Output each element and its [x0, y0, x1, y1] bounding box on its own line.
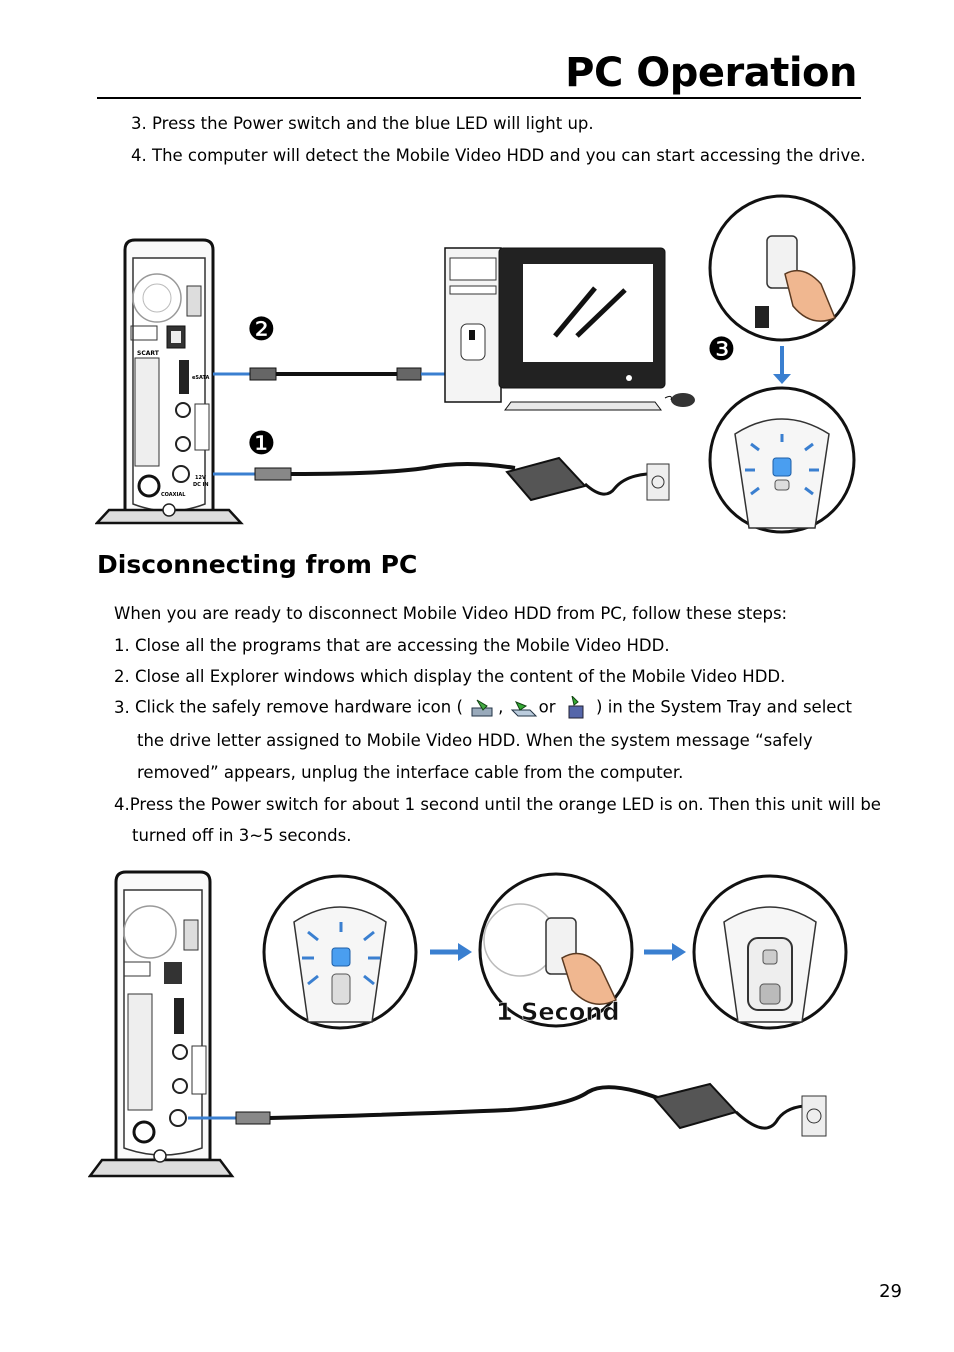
label-esata: eSATA [192, 375, 209, 381]
zoom-power-switch [478, 872, 634, 1028]
safely-remove-hardware-icon [471, 699, 493, 717]
computer [444, 247, 695, 411]
page-title: PC Operation [565, 50, 857, 96]
step-number: 3. [114, 697, 130, 717]
power-adapter [188, 1082, 827, 1137]
step-4-line-2: turned off in 3~5 seconds. [132, 826, 352, 845]
top-step-4: 4. The computer will detect the Mobile V… [131, 146, 866, 165]
label-dc-in: DC IN [193, 482, 209, 488]
safely-remove-hardware-icon [568, 696, 584, 719]
title-rule [97, 97, 861, 99]
connection-illustration: SCART eSATA 12V DC IN COAXIAL [95, 194, 856, 534]
power-adapter [213, 456, 670, 502]
usb-cable [213, 367, 455, 381]
section-heading: Disconnecting from PC [97, 550, 418, 579]
step-number: 4. [131, 146, 147, 165]
callout-1: ❶ [247, 424, 276, 462]
step-text: ) in the System Tray and select [596, 697, 852, 717]
label-coaxial: COAXIAL [161, 492, 186, 498]
step-text: Click the safely remove hardware icon ( [135, 697, 463, 717]
one-second-caption: 1 Second [496, 998, 620, 1026]
arrow-right-icon [430, 943, 472, 961]
safely-remove-hardware-icon [510, 701, 537, 717]
step-3: 3. Click the safely remove hardware icon… [114, 696, 852, 720]
step-text: The computer will detect the Mobile Vide… [152, 146, 866, 165]
zoom-led-off [692, 874, 848, 1030]
step-number: 3. [131, 114, 147, 133]
separator: or [538, 697, 556, 717]
zoom-blue-led [262, 874, 418, 1030]
hdd-rear-panel [88, 870, 235, 1178]
step-4: 4.Press the Power switch for about 1 sec… [114, 795, 881, 814]
step-number: 2. [114, 667, 130, 686]
top-step-3: 3. Press the Power switch and the blue L… [131, 114, 594, 133]
step-1: 1. Close all the programs that are acces… [114, 636, 670, 655]
step-text: Press the Power switch for about 1 secon… [129, 795, 881, 814]
step-text: Close all Explorer windows which display… [135, 667, 786, 686]
page-number: 29 [879, 1281, 902, 1302]
separator: , [498, 697, 504, 717]
step-text: Close all the programs that are accessin… [135, 636, 670, 655]
zoom-blue-led [708, 386, 856, 534]
arrow-right-icon [644, 943, 686, 961]
callout-3: ❸ [707, 330, 736, 368]
hdd-rear-panel: SCART eSATA 12V DC IN COAXIAL [95, 238, 244, 525]
step-3-line-3: removed” appears, unplug the interface c… [137, 763, 684, 782]
label-12v: 12V [195, 475, 206, 481]
step-number: 1. [114, 636, 130, 655]
step-3-line-2: the drive letter assigned to Mobile Vide… [137, 731, 813, 750]
step-number: 4. [114, 795, 130, 814]
callout-2: ❷ [247, 310, 276, 348]
step-text: Press the Power switch and the blue LED … [152, 114, 594, 133]
label-scart: SCART [137, 350, 160, 357]
zoom-power-switch [708, 194, 856, 384]
step-2: 2. Close all Explorer windows which disp… [114, 667, 785, 686]
section-intro: When you are ready to disconnect Mobile … [114, 604, 788, 623]
power-off-illustration: 1 Second [88, 870, 848, 1178]
